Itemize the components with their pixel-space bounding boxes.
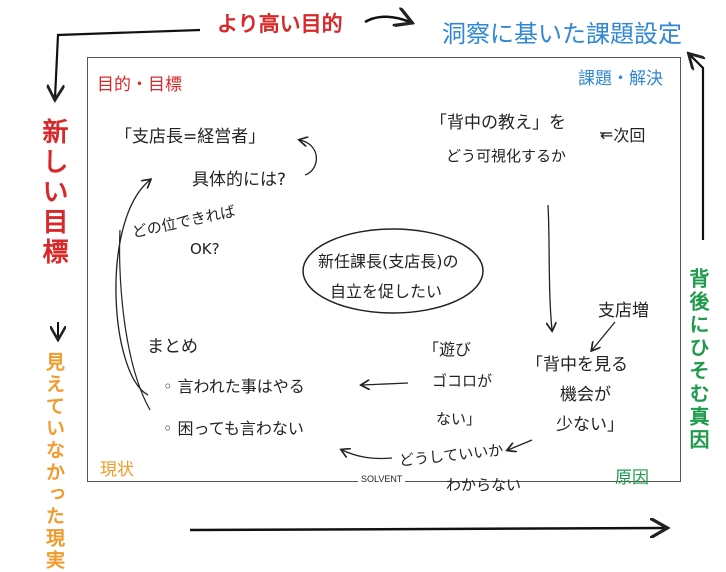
note-goal-quote: 「支店長=経営者」: [115, 127, 266, 147]
corner-cause: 原因: [615, 468, 649, 488]
label-higher-purpose: より高い目的: [217, 12, 343, 36]
note-concrete: 具体的には?: [192, 170, 287, 190]
note-summary-2: ◦ 困っても言わない: [163, 419, 304, 438]
note-play-2: ゴコロが: [432, 372, 493, 390]
note-play-1: 「遊び: [423, 340, 472, 359]
note-how-much-2: OK?: [190, 240, 220, 258]
corner-current: 現状: [100, 460, 134, 480]
note-chance-1: 「背中を見る: [526, 355, 628, 375]
note-summary-title: まとめ: [147, 337, 198, 357]
corner-goal: 目的・目標: [97, 75, 182, 95]
arrow-back-down: [548, 204, 552, 330]
note-center-1: 新任課長(支店長)の: [318, 252, 459, 271]
label-new-goal: 新しい目標: [38, 118, 68, 268]
label-insight-setting: 洞察に基いた課題設定: [442, 20, 682, 48]
arrow-loop-left-top: [118, 229, 151, 411]
arrow-right-corner: [690, 55, 703, 240]
note-chance-3: 少ない」: [556, 415, 624, 435]
note-play-3: ない」: [436, 410, 482, 428]
arrow-dontknow-summary: [342, 450, 393, 460]
arrow-curl: [300, 140, 318, 176]
note-center-2: 自立を促したい: [330, 282, 443, 301]
note-next: ←次回: [600, 126, 646, 145]
corner-issue: 課題・解決: [578, 69, 663, 89]
note-summary-1: ◦ 言われた事はやる: [163, 377, 305, 396]
note-dont-know-2: わからない: [446, 476, 522, 494]
label-hidden-cause: 背後にひそむ真因: [686, 268, 710, 452]
board-frame: [87, 57, 681, 482]
note-back-2: どう可視化するか: [446, 147, 567, 165]
arrow-top: [364, 17, 410, 22]
brand-label: SOLVENT: [358, 474, 406, 484]
label-unseen-reality: 見えていなかった現実: [43, 352, 65, 572]
arrow-play-summary: [362, 383, 409, 385]
arrow-chance-play: [508, 439, 533, 450]
note-back-1: 「背中の教え」を: [430, 113, 566, 133]
note-branch-increase: 支店増: [598, 301, 649, 321]
arrow-branch: [592, 321, 616, 350]
arrow-bottom: [189, 528, 665, 530]
center-ellipse: [302, 228, 484, 314]
note-chance-2: 機会が: [560, 385, 611, 405]
arrow-left-corner: [55, 28, 201, 98]
arrow-loop-left: [115, 180, 150, 396]
